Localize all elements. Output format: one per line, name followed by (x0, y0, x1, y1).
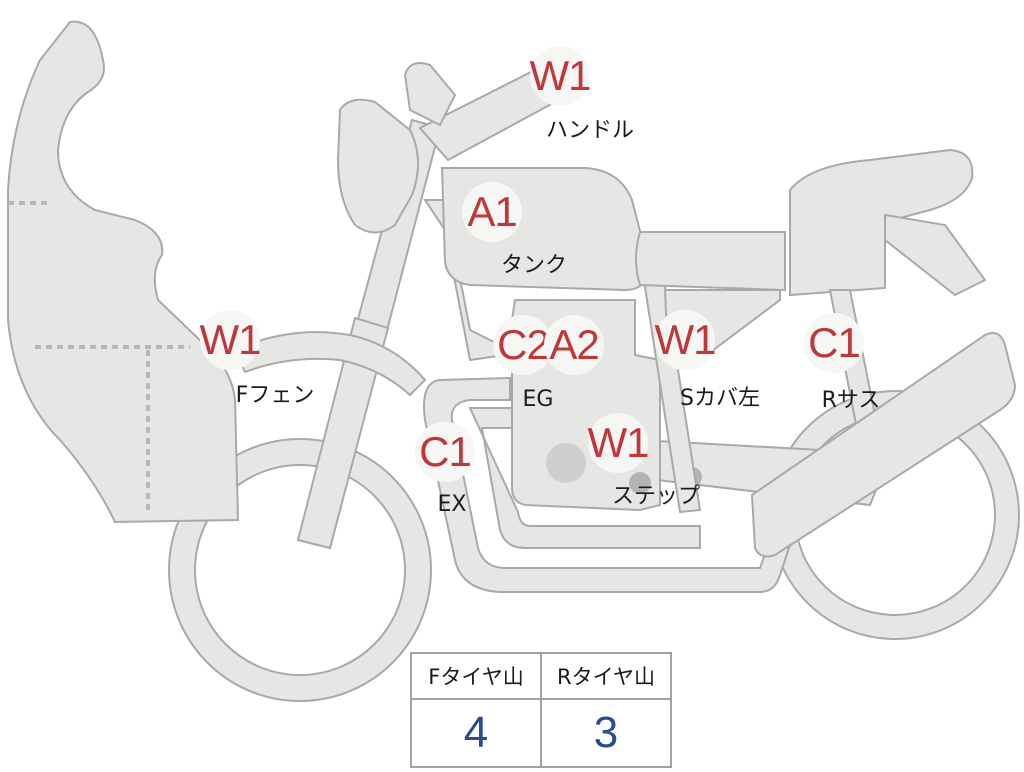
marker-rear-suspension: C1 (804, 313, 864, 373)
marker-code: W1 (529, 52, 592, 99)
marker-engine-c2: C2 (493, 315, 553, 375)
front-fender (233, 331, 427, 397)
label-tank: タンク (500, 253, 568, 278)
engine-cover (546, 443, 586, 483)
marker-code: C1 (808, 319, 861, 366)
tire-tread-table: Fタイヤ山 Rタイヤ山 4 3 (410, 652, 672, 768)
front-tire-header: Fタイヤ山 (410, 652, 542, 700)
headlight-cowl (336, 98, 420, 234)
marker-engine-a2: A2 (544, 315, 604, 375)
label-handle: ハンドル (545, 118, 635, 143)
muffler (750, 332, 1017, 558)
rear-seat (789, 148, 974, 297)
front-wheel (169, 439, 431, 701)
front-tire-value: 4 (410, 698, 542, 768)
exhaust-pipe-inner (468, 407, 701, 549)
marker-code: W1 (654, 316, 717, 363)
handle-grip (403, 62, 457, 127)
marker-side-cover: W1 (654, 310, 717, 370)
label-side-cover: Sカバ左 (680, 386, 760, 411)
label-engine: EG (522, 387, 554, 412)
tail-cowl (884, 213, 987, 297)
marker-front-fender: W1 (199, 310, 262, 370)
label-step: ステップ (611, 484, 701, 509)
rear-tire-value: 3 (540, 698, 672, 768)
marker-tank: A1 (462, 182, 522, 242)
fork-tube (296, 316, 390, 550)
seat (635, 231, 786, 292)
marker-code: A1 (467, 188, 517, 235)
marker-code: W1 (587, 419, 650, 466)
marker-exhaust: C1 (415, 422, 475, 482)
label-exhaust: EX (437, 492, 467, 517)
marker-code: C1 (419, 428, 472, 475)
label-front-fender: Fフェン (235, 383, 315, 408)
step-peg-front (629, 472, 651, 494)
rear-tire-header: Rタイヤ山 (540, 652, 672, 700)
marker-step: W1 (587, 413, 650, 473)
marker-code: W1 (199, 316, 262, 363)
marker-code: A2 (549, 321, 599, 368)
marker-handle: W1 (529, 46, 592, 106)
label-rear-suspension: Rサス (821, 388, 881, 413)
marker-code: C2 (497, 321, 550, 368)
front-fairing (7, 20, 240, 524)
